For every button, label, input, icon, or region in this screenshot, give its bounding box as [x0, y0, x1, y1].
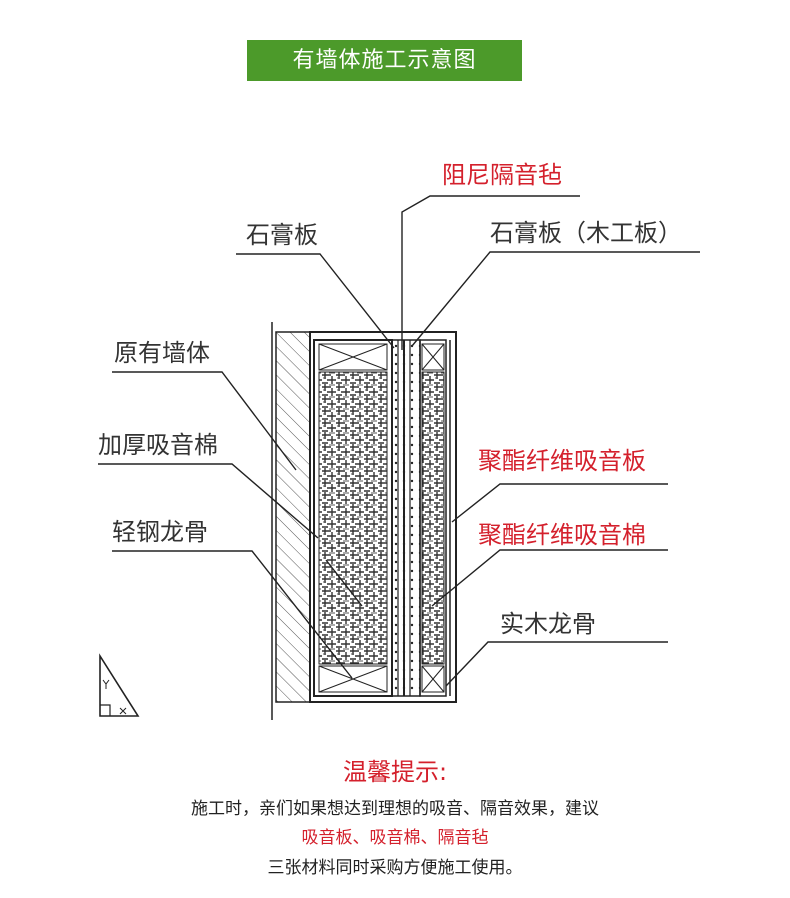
wood-keel-cavity	[419, 339, 451, 697]
label-original-wall: 原有墙体	[114, 339, 210, 367]
tips-title: 温馨提示:	[342, 758, 448, 786]
board-layers	[391, 339, 421, 697]
tips-line-2: 吸音板、吸音棉、隔音毡	[301, 828, 489, 848]
label-damping-felt: 阻尼隔音毡	[442, 161, 562, 189]
label-polyester-board: 聚酯纤维吸音板	[478, 447, 646, 475]
label-steel-keel: 轻钢龙骨	[112, 518, 208, 546]
label-thick-cotton: 加厚吸音棉	[98, 431, 218, 459]
outer-frame	[309, 331, 457, 703]
title-banner: 有墙体施工示意图	[247, 40, 522, 81]
steel-keel-cavity	[313, 339, 393, 697]
leader-lines	[98, 195, 700, 687]
original-wall	[271, 322, 311, 720]
label-gypsum-board-wood: 石膏板（木工板）	[490, 219, 682, 247]
tips-line-1: 施工时，亲们如果想达到理想的吸音、隔音效果，建议	[191, 799, 599, 819]
page-title: 有墙体施工示意图	[292, 48, 477, 73]
label-gypsum-board: 石膏板	[246, 221, 318, 249]
label-polyester-cotton: 聚酯纤维吸音棉	[478, 521, 646, 549]
label-wood-keel: 实木龙骨	[500, 610, 596, 638]
tips-line-3: 三张材料同时采购方便施工使用。	[267, 858, 523, 878]
axis-triangle-icon	[99, 653, 140, 717]
